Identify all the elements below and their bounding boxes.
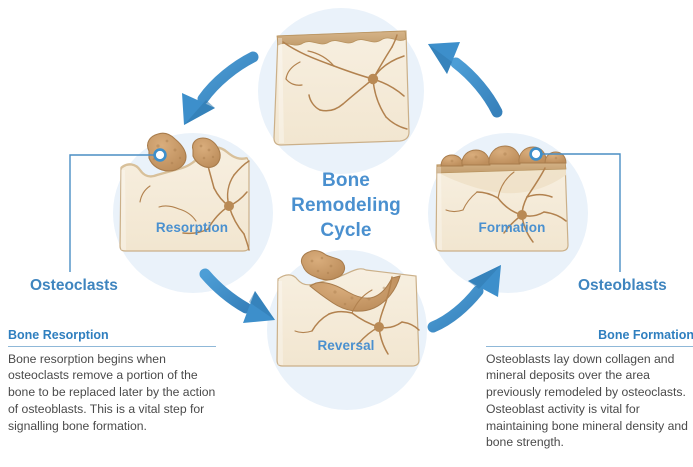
caption-left-body: Bone resorption begins when osteoclasts … — [8, 351, 216, 433]
arrow-bottom-to-right — [427, 265, 501, 333]
cell-label-osteoclasts: Osteoclasts — [30, 277, 118, 294]
caption-right-title: Bone Formation — [598, 328, 693, 342]
caption-right-body: Osteoblasts lay down collagen and minera… — [486, 351, 688, 450]
osteoblast-marker-dot — [529, 147, 543, 161]
reversal-free-cell — [300, 250, 346, 281]
arrow-top-to-left — [182, 51, 259, 125]
bone-block-resorption — [119, 146, 250, 252]
osteoblast-cells — [440, 145, 567, 167]
caption-left-title: Bone Resorption — [8, 328, 109, 342]
title-line-2: Remodeling — [291, 195, 401, 217]
arrow-left-to-bottom — [199, 268, 275, 323]
page-title: Bone Remodeling Cycle — [262, 168, 430, 243]
cell-label-osteoblasts: Osteoblasts — [578, 277, 667, 294]
stage-label-formation: Formation — [478, 220, 546, 235]
stage-label-reversal: Reversal — [317, 338, 375, 353]
osteoclast-cells — [147, 132, 221, 172]
leader-line-osteoclasts — [69, 148, 167, 272]
caption-right-rule — [486, 345, 693, 347]
leader-line-osteoblasts — [529, 147, 621, 272]
title-line-1: Bone — [322, 170, 370, 191]
stage-label-resorption: Resorption — [155, 220, 229, 235]
bone-block-reversal — [276, 268, 420, 367]
caption-bone-resorption: Bone Resorption Bone resorption begins w… — [8, 328, 216, 434]
caption-bone-formation: Bone Formation Osteoblasts lay down coll… — [486, 328, 693, 451]
arrow-right-to-top — [428, 42, 503, 118]
caption-left-rule — [8, 345, 216, 347]
bone-block-quiescence — [273, 30, 410, 146]
bone-block-formation — [435, 160, 569, 252]
title-line-3: Cycle — [320, 220, 372, 242]
osteoclast-marker-dot — [153, 148, 167, 162]
